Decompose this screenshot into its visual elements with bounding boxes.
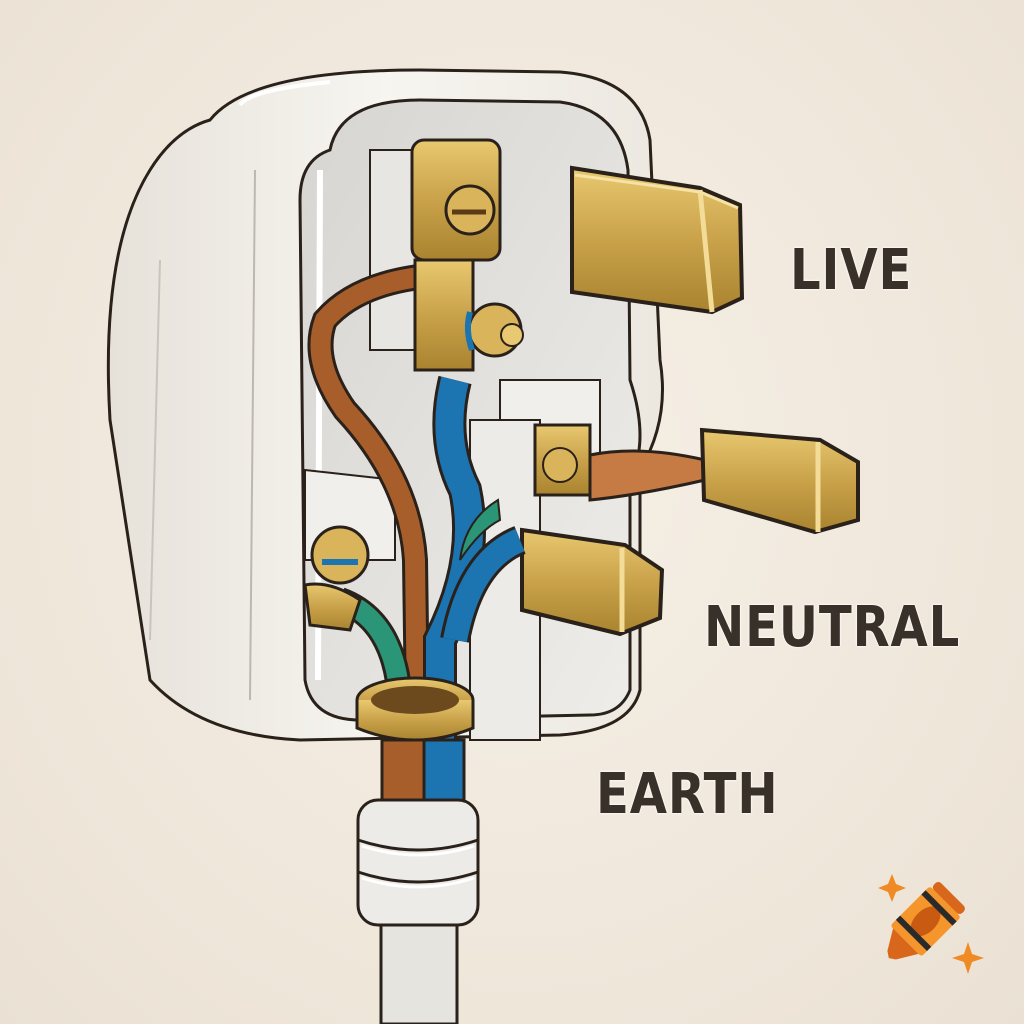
cable-sleeve [356,798,480,1024]
crayon-icon [878,874,984,974]
cable-grip [355,676,475,742]
live-wire [307,262,441,781]
live-terminal [410,138,502,372]
cable-wires-exposed [380,738,466,812]
live-pin [570,165,745,315]
earth-label: EARTH [596,762,779,827]
neutral-label: NEUTRAL [704,595,961,660]
neutral-pin-terminal [533,423,592,497]
neutral-pin [588,427,860,535]
neutral-terminal-screw [464,302,524,358]
earth-terminal [303,525,370,632]
neutral-wire [423,375,527,780]
earth-pin [520,527,665,637]
live-label: LIVE [790,238,913,303]
